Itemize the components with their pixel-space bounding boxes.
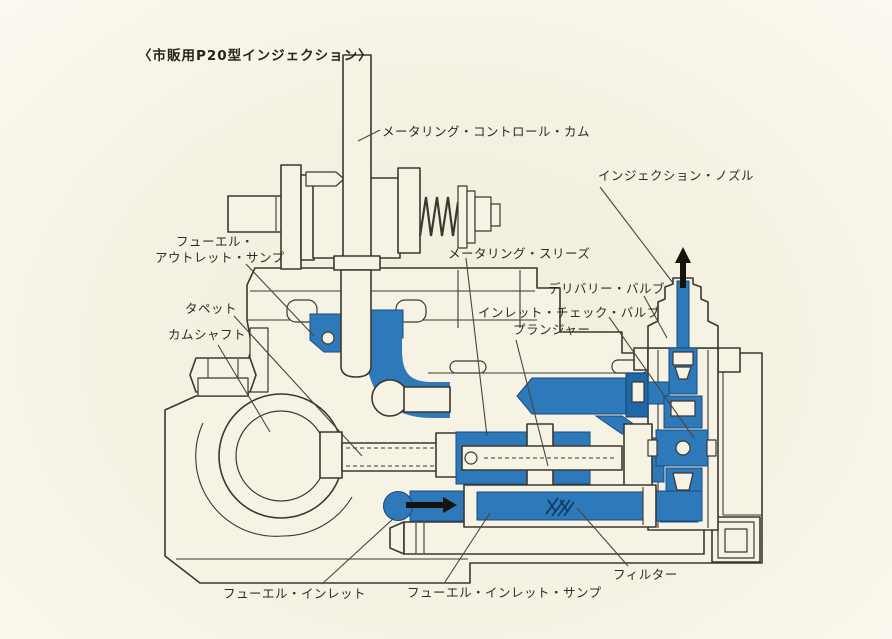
fuel-filter [463,484,657,528]
label-delivery-valve: デリバリー・バルブ [548,281,666,296]
label-filter: フィルター [613,567,678,582]
filter-hatch [545,497,575,517]
label-fuel-outlet-sump: フューエル・ アウトレット・サンプ [155,234,285,265]
flow-arrow-up-icon [675,247,691,288]
label-fuel-outlet-sump-line2: アウトレット・サンプ [155,249,285,265]
bottom-right-fitting [711,516,761,563]
label-fuel-inlet-sump: フューエル・インレット・サンプ [407,585,602,600]
linkage-ball [371,379,409,417]
label-inlet-check-valve: インレット・チェック・バルブ [478,305,660,320]
plunger-upper-stem [340,269,372,378]
flow-arrow-right-icon [406,497,457,513]
camshaft [195,393,353,537]
return-spring [418,185,501,249]
label-metering-sleeve: メータリング・スリーズ [448,246,591,261]
label-tappet: タペット [185,301,238,316]
diagram-title: 〈市販用P20型インジェクション〉 [138,48,373,64]
inlet-check-valve-part [672,472,694,491]
label-metering-control-cam: メータリング・コントロール・カム [382,124,591,139]
nozzle-channel [676,280,690,349]
label-camshaft: カムシャフト [168,327,247,342]
label-injection-nozzle: インジェクション・ノズル [598,168,755,183]
label-plunger: プランジャー [513,322,591,337]
label-fuel-outlet-sump-line1: フューエル・ [175,234,254,249]
delivery-valve-internals [647,351,717,491]
tappet-rod [319,431,459,479]
label-fuel-inlet: フューエル・インレット [223,586,367,601]
leader-lines [217,129,695,585]
control-rod [333,54,381,271]
internal-parts [321,269,717,528]
